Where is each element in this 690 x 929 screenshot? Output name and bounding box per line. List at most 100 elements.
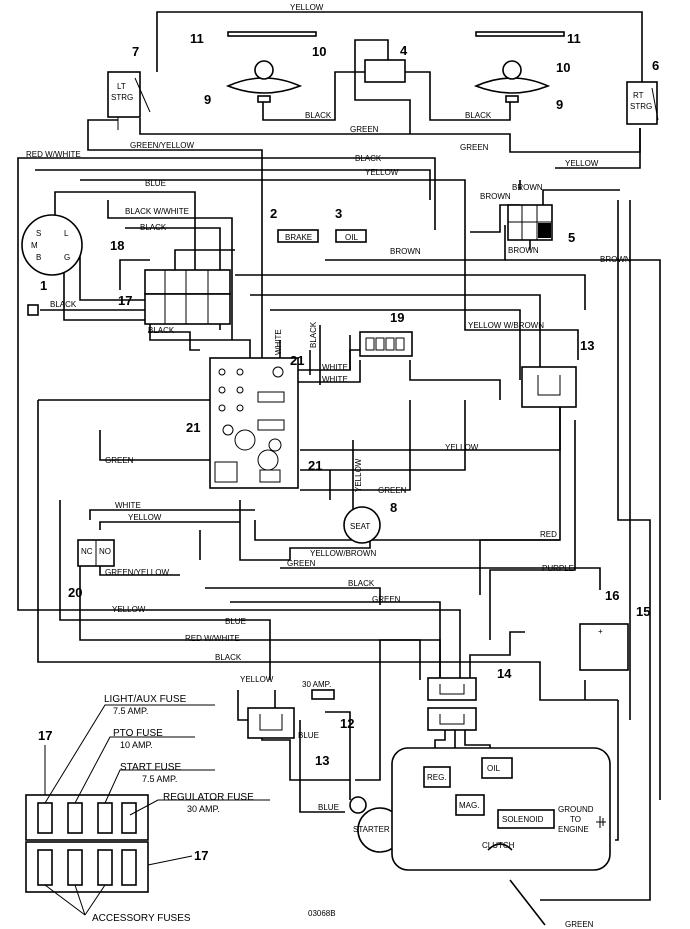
- fuse-start-amp: 7.5 AMP.: [142, 774, 177, 784]
- callout-2: 2: [270, 206, 277, 221]
- ground-line1: GROUND: [558, 805, 594, 814]
- nc-no-switch: NC NO: [77, 539, 115, 567]
- brake-label: BRAKE: [285, 233, 312, 242]
- reg-label: REG.: [427, 773, 447, 782]
- callout-5: 5: [568, 230, 575, 245]
- label-red-white-lower: RED W/WHITE: [185, 634, 240, 643]
- label-blue-13: BLUE: [298, 731, 319, 740]
- inline-connector: [27, 304, 39, 316]
- engine: REG. OIL MAG. SOLENOID CLUTCH GROUND TO …: [391, 747, 611, 871]
- label-green-bottom: GREEN: [565, 920, 594, 929]
- light-bar-left: [227, 31, 317, 37]
- ign-l: L: [64, 229, 69, 238]
- label-purple: PURPLE: [542, 564, 574, 573]
- label-black-bottom: BLACK: [215, 653, 242, 662]
- callout-21-left: 21: [186, 420, 200, 435]
- callout-9-right: 9: [556, 97, 563, 112]
- fuse-accessory: ACCESSORY FUSES: [92, 913, 191, 924]
- drawing-number: 03068B: [308, 909, 336, 918]
- callout-15: 15: [636, 604, 650, 619]
- callout-11-right: 11: [567, 31, 581, 46]
- callout-1: 1: [40, 278, 47, 293]
- fuse-block: [25, 704, 270, 916]
- label-yellow-w-brown: YELLOW W/BROWN: [468, 321, 544, 330]
- solenoid-label: SOLENOID: [502, 815, 544, 824]
- oil-switch-label: OIL: [345, 233, 358, 242]
- fuse-start: START FUSE: [120, 762, 181, 773]
- seat-label: SEAT: [350, 522, 370, 531]
- light-switch: [364, 59, 406, 83]
- callout-17-fuse-right: 17: [194, 848, 208, 863]
- label-red: RED: [540, 530, 557, 539]
- callout-13-bottom: 13: [315, 753, 329, 768]
- label-brown-5b: BROWN: [480, 192, 511, 201]
- callout-12: 12: [340, 716, 354, 731]
- ignition-switch: S M B L G: [21, 214, 83, 276]
- fuse-light-aux-amp: 7.5 AMP.: [113, 706, 148, 716]
- label-white-2: WHITE: [322, 375, 348, 384]
- fuse-30-label: 30 AMP.: [302, 680, 331, 689]
- callout-7: 7: [132, 44, 139, 59]
- lt-strg-line2: STRG: [111, 93, 133, 102]
- label-green-top: GREEN: [350, 125, 379, 134]
- relay-13-top: [521, 366, 577, 408]
- label-brown-5c: BROWN: [508, 246, 539, 255]
- relay-13-bottom: [247, 707, 295, 739]
- starter-label: STARTER: [353, 825, 390, 834]
- relay-block-18: [144, 269, 231, 295]
- headlight-left: [225, 60, 303, 103]
- label-blue-top: BLUE: [145, 179, 166, 188]
- callout-10-left: 10: [312, 44, 326, 59]
- ign-m: M: [31, 241, 38, 250]
- callout-20: 20: [68, 585, 82, 600]
- ign-g: G: [64, 253, 70, 262]
- callout-6: 6: [652, 58, 659, 73]
- label-black-right: BLACK: [465, 111, 492, 120]
- control-module: [209, 357, 299, 489]
- label-blue-lower: BLUE: [225, 617, 246, 626]
- nc-label: NC: [81, 547, 93, 556]
- label-yellow-middle: YELLOW: [445, 443, 479, 452]
- rt-strg-line2: STRG: [630, 102, 652, 111]
- oil-switch: OIL: [335, 229, 367, 243]
- label-blue-starter: BLUE: [318, 803, 339, 812]
- label-black-17: BLACK: [148, 326, 175, 335]
- label-white-nc: WHITE: [115, 501, 141, 510]
- fuse-light-aux: LIGHT/AUX FUSE: [104, 694, 187, 705]
- fuse-pto: PTO FUSE: [113, 728, 163, 739]
- label-black-18: BLACK: [140, 223, 167, 232]
- callout-numbers: 1 2 3 4 5 6 7 8 9 9 10 10 11 11 12 13 13…: [38, 31, 659, 863]
- fuse-pto-amp: 10 AMP.: [120, 740, 153, 750]
- right-steering-switch: RT STRG: [626, 81, 659, 125]
- label-yellow-starter: YELLOW: [240, 675, 274, 684]
- fuse-30-amp: 30 AMP.: [302, 680, 335, 700]
- components: LT STRG RT STRG S M: [21, 31, 659, 916]
- label-white-1: WHITE: [322, 363, 348, 372]
- callout-3: 3: [335, 206, 342, 221]
- callout-11-left: 11: [190, 31, 204, 46]
- label-yellow-nc: YELLOW: [128, 513, 162, 522]
- callout-19: 19: [390, 310, 404, 325]
- no-label: NO: [99, 547, 111, 556]
- label-red-white-top: RED W/WHITE: [26, 150, 81, 159]
- callout-21-top: 21: [290, 353, 304, 368]
- label-white-vert: WHITE: [274, 329, 283, 355]
- fuse-regulator-amp: 30 AMP.: [187, 804, 220, 814]
- wire-labels: YELLOW BLACK BLACK GREEN GREEN/YELLOW GR…: [26, 3, 631, 929]
- callout-18: 18: [110, 238, 124, 253]
- ground-line3: ENGINE: [558, 825, 589, 834]
- label-yellow-brown: YELLOW/BROWN: [310, 549, 376, 558]
- label-green-mid: GREEN: [378, 486, 407, 495]
- wire-green-yellow-top: [87, 119, 263, 360]
- wires: [17, 11, 661, 926]
- label-black-connector: BLACK: [50, 300, 77, 309]
- label-brown-right: BROWN: [600, 255, 631, 264]
- label-black-mid: BLACK: [355, 154, 382, 163]
- engine-oil-label: OIL: [487, 764, 500, 773]
- ign-s: S: [36, 229, 41, 238]
- callout-16: 16: [605, 588, 619, 603]
- ign-b: B: [36, 253, 41, 262]
- callout-9-left: 9: [204, 92, 211, 107]
- light-bar-right: [475, 31, 565, 37]
- label-black-left: BLACK: [305, 111, 332, 120]
